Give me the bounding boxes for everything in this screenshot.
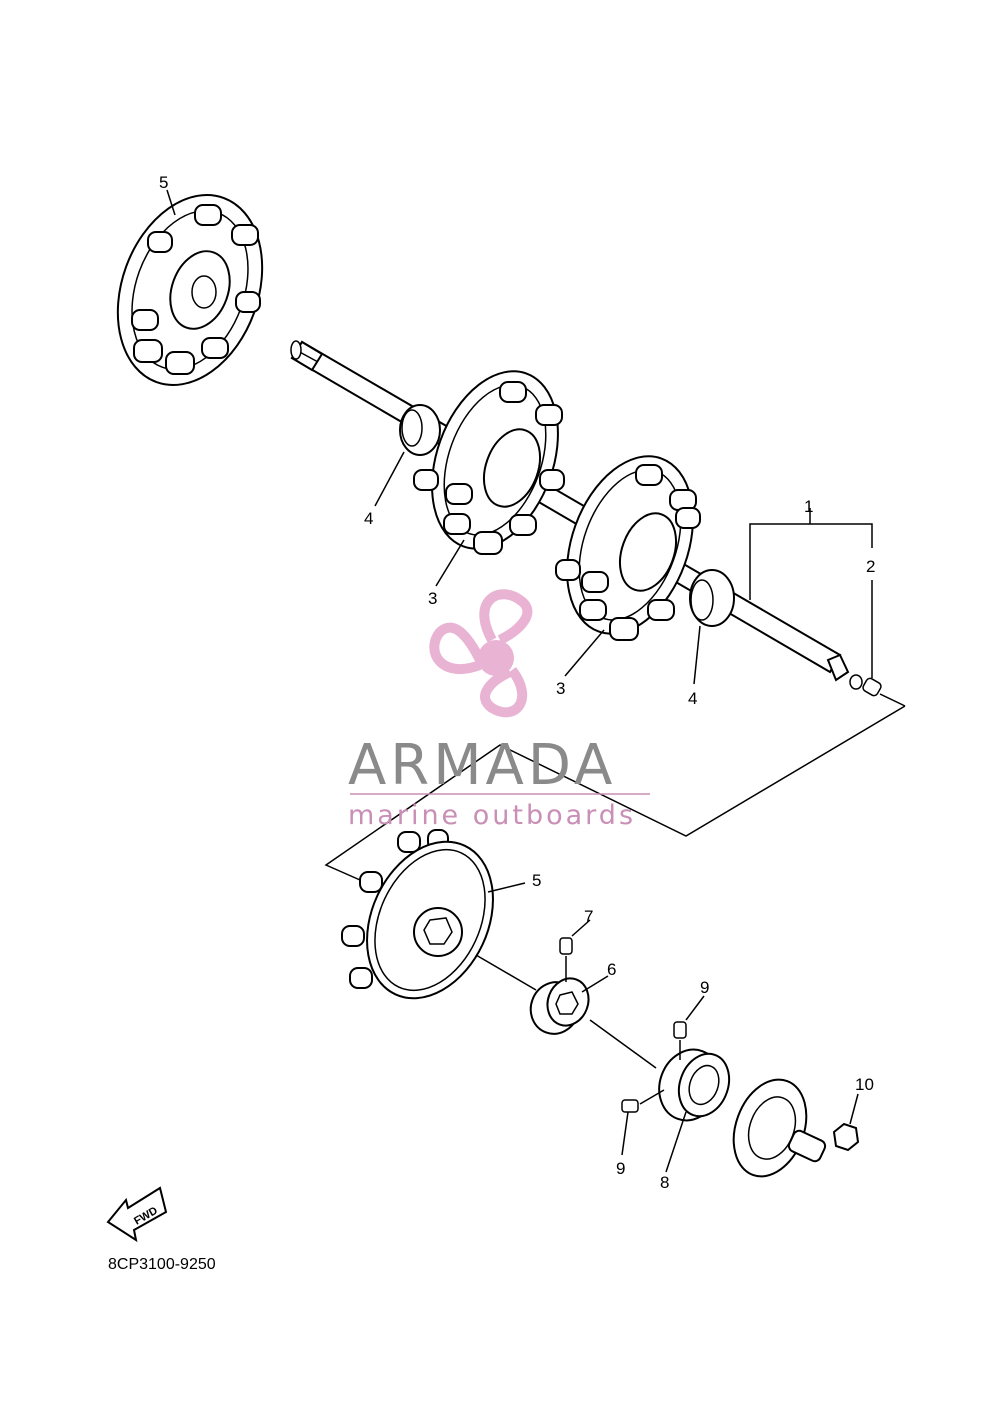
watermark-brand: ARMADA [348,733,616,798]
set-screw-bearing-side [621,1089,665,1113]
callout-6: 6 [607,960,616,979]
callout-1: 1 [804,497,813,516]
callout-5-top: 5 [159,173,168,192]
sprocket-right [555,455,701,641]
hub-flange [732,1078,827,1178]
callout-9-bottom: 9 [616,1159,625,1178]
nut [832,1093,860,1152]
callout-3-left: 3 [428,589,437,608]
fwd-arrow-icon: FWD [106,1186,168,1243]
watermark-tagline: marine outboards [348,800,636,831]
callout-7: 7 [584,907,593,926]
sprocket-wheel-bottom [341,829,494,1000]
callout-5-bottom: 5 [532,871,541,890]
set-screw-bearing-top [673,1021,687,1060]
assembly-frame [324,693,906,881]
collar [529,977,590,1035]
set-screw-collar [559,937,573,982]
propeller-logo-icon [429,589,533,718]
bushing-left [399,404,441,456]
sprocket-wheel-top [116,194,264,386]
callout-9-top: 9 [700,978,709,997]
assembly-line-collar [475,954,537,991]
bushing-right [689,569,735,627]
bearing [658,1048,731,1122]
callout-2: 2 [866,557,875,576]
armada-watermark: ARMADA marine outboards [348,589,650,831]
callout-4-right: 4 [688,689,697,708]
callout-10: 10 [855,1075,874,1094]
leader-lines [166,189,873,1173]
assembly-line-bearing [589,1019,657,1069]
diagram-code: 8CP3100-9250 [108,1256,216,1273]
callout-4-left: 4 [364,509,373,528]
sprocket-left [413,370,565,555]
callout-3-right: 3 [556,679,565,698]
callout-labels: 5 4 3 3 4 1 2 5 7 6 9 10 9 8 [159,173,875,1192]
callout-8: 8 [660,1173,669,1192]
